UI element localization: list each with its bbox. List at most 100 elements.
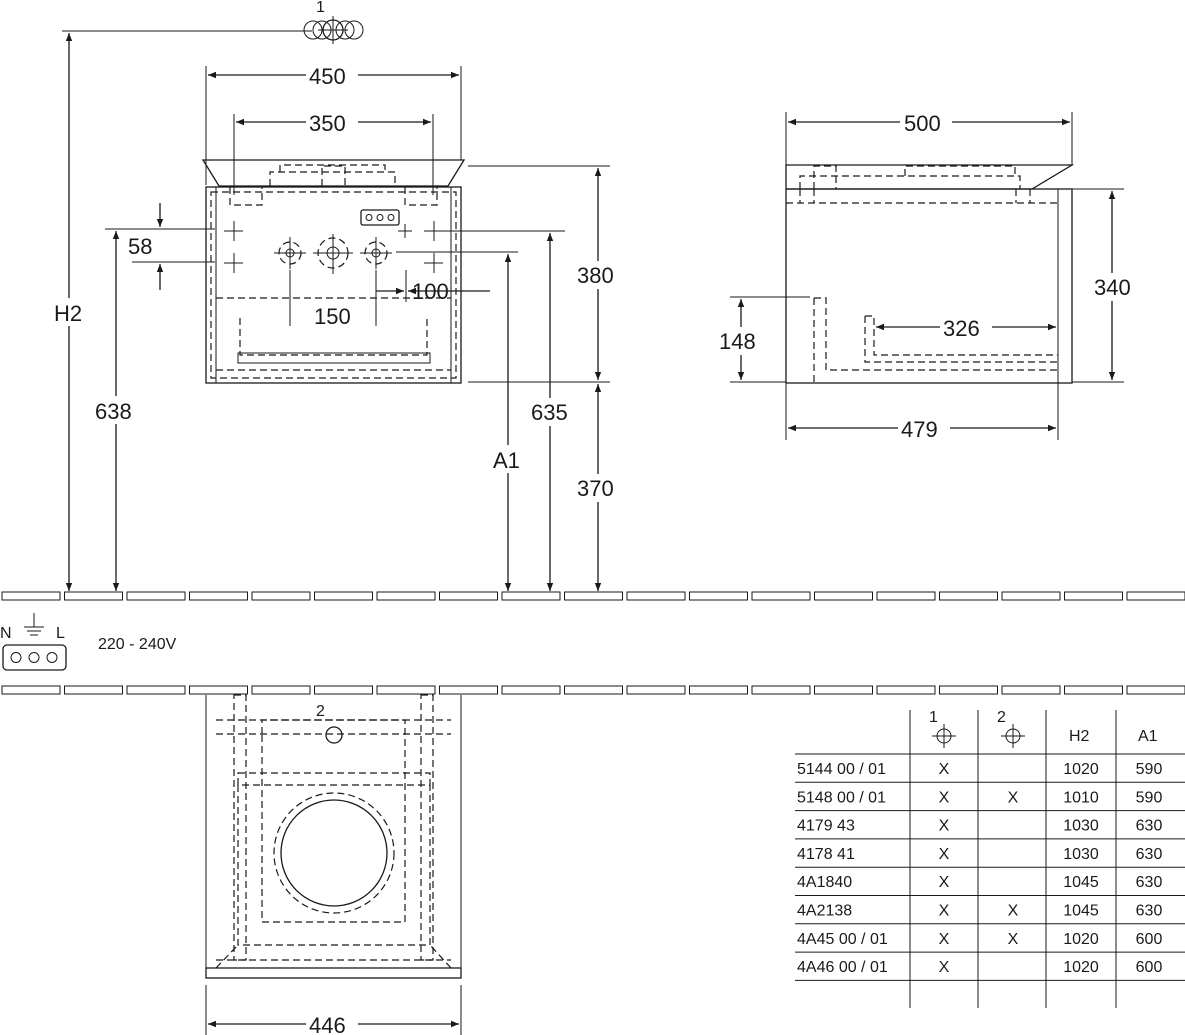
floor-tile: [1, 685, 61, 695]
floor-tile-strip-top: [1, 591, 1185, 601]
table-cell-a1: 600: [1136, 931, 1163, 948]
table-cell-h2: 1045: [1063, 874, 1099, 891]
table-header-a1: A1: [1138, 728, 1158, 745]
dim-floor-to-holes: 638: [95, 399, 132, 424]
table-cell-code: 5144 00 / 01: [797, 761, 886, 778]
symbol-1-label: 1: [316, 0, 325, 16]
dim-inner-depth: 326: [943, 316, 980, 341]
floor-tile: [939, 591, 998, 601]
table-cell-h2: 1045: [1063, 903, 1099, 920]
table-cell-a1: 630: [1136, 874, 1163, 891]
table-cell-h2: 1010: [1063, 789, 1099, 806]
floor-tile: [501, 685, 561, 695]
table-cell-code: 4A1840: [797, 874, 852, 891]
table-cell-c1: X: [939, 818, 950, 835]
voltage-label: 220 - 240V: [98, 636, 177, 653]
floor-tile: [626, 685, 686, 695]
floor-tile: [314, 685, 373, 695]
dim-total-height: H2: [54, 301, 82, 326]
table-cell-c1: X: [939, 931, 950, 948]
dim-hole-vertical: 58: [128, 234, 152, 259]
floor-tile: [626, 591, 686, 601]
table-cell-c1: X: [939, 761, 950, 778]
table-cell-code: 4A2138: [797, 903, 852, 920]
floor-tile: [1, 591, 61, 601]
table-cell-code: 4179 43: [797, 818, 855, 835]
symbol-2-label: 2: [316, 703, 325, 720]
table-cell-a1: 600: [1136, 959, 1163, 976]
floor-tile: [126, 591, 186, 601]
floor-tile: [251, 591, 311, 601]
table-cell-a1: 590: [1136, 789, 1163, 806]
dim-height-top: 380: [577, 263, 614, 288]
dim-height-bottom: 370: [577, 476, 614, 501]
table-header-2: 2: [997, 709, 1006, 726]
floor-tile: [1001, 591, 1061, 601]
floor-tile: [64, 685, 123, 695]
floor-tile: [876, 685, 936, 695]
header-symbol-1-icon: [932, 724, 956, 748]
dim-width-outer: 450: [309, 64, 346, 89]
floor-tile: [189, 591, 248, 601]
floor-tile: [1001, 685, 1061, 695]
floor-tile: [564, 685, 623, 695]
floor-tile: [689, 685, 748, 695]
floor-tile: [1064, 591, 1123, 601]
front-view: 1 H2 638 58 450: [50, 0, 620, 591]
floor-tile: [1126, 685, 1185, 695]
floor-tile: [939, 685, 998, 695]
floor-tile: [189, 685, 248, 695]
table-cell-code: 4A45 00 / 01: [797, 931, 888, 948]
table-cell-c1: X: [939, 959, 950, 976]
live-label: L: [56, 625, 65, 642]
floor-tile: [64, 591, 123, 601]
table-cell-c1: X: [939, 846, 950, 863]
dim-depth-bottom: 479: [901, 417, 938, 442]
floor-tile: [814, 591, 873, 601]
floor-tile: [314, 591, 373, 601]
floor-tile: [689, 591, 748, 601]
table-cell-code: 4178 41: [797, 846, 855, 863]
floor-tile: [376, 591, 436, 601]
wall-connection-symbol-1: 1: [303, 0, 364, 44]
table-header-1: 1: [929, 709, 938, 726]
dim-floor-to-a1: A1: [493, 448, 520, 473]
table-cell-c1: X: [939, 903, 950, 920]
electrical-connection: N L 220 - 240V: [0, 613, 177, 671]
table-cell-a1: 630: [1136, 818, 1163, 835]
tap-hole-icon: [325, 726, 343, 744]
floor-tile: [251, 685, 311, 695]
dim-left-height: 148: [719, 329, 756, 354]
table-cell-h2: 1020: [1063, 761, 1099, 778]
floor-tile: [126, 685, 186, 695]
dim-depth-top: 500: [904, 111, 941, 136]
neutral-label: N: [0, 625, 12, 642]
floor-tile: [564, 591, 623, 601]
floor-tile: [751, 591, 811, 601]
floor-tile: [376, 685, 436, 695]
socket-icon: [2, 644, 67, 671]
side-view: 500 148 326 340 47: [718, 108, 1138, 442]
floor-tile: [1064, 685, 1123, 695]
header-symbol-2-icon: [1001, 724, 1025, 748]
table-cell-c2: X: [1008, 931, 1019, 948]
table-header-h2: H2: [1069, 728, 1090, 745]
dim-height: 340: [1094, 275, 1131, 300]
dim-hole-offset: 100: [412, 279, 449, 304]
table-cell-h2: 1020: [1063, 931, 1099, 948]
table-cell-h2: 1030: [1063, 846, 1099, 863]
floor-tile: [751, 685, 811, 695]
dim-width: 446: [309, 1013, 346, 1035]
table-cell-c1: X: [939, 789, 950, 806]
dim-hole-spacing: 150: [314, 304, 351, 329]
table-cell-h2: 1030: [1063, 818, 1099, 835]
table-cell-c2: X: [1008, 903, 1019, 920]
dim-width-inner: 350: [309, 111, 346, 136]
ground-icon: [24, 613, 44, 636]
table-cell-a1: 630: [1136, 846, 1163, 863]
pipe-holes: [274, 234, 392, 274]
table-cell-a1: 590: [1136, 761, 1163, 778]
floor-tile: [439, 685, 498, 695]
